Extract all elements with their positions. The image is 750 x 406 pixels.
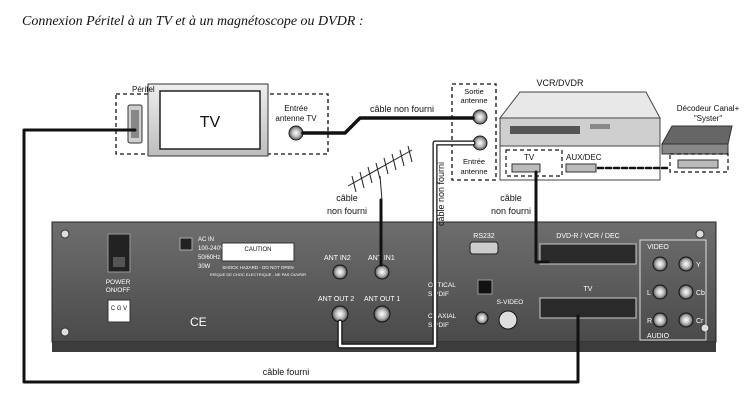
scart-bottom-label: TV	[584, 286, 593, 293]
receiver-back-panel: POWER ON/OFF C G V CE AC IN 100-240V~ 50…	[51, 221, 717, 352]
vcr-scart-frame	[505, 149, 563, 177]
decoder-scart	[677, 159, 719, 169]
y-jack	[678, 256, 694, 272]
vcr-dvdr: VCR/DVDR Sortie antenne Entrée antenne T…	[451, 78, 661, 181]
tv-peritel-pins	[131, 110, 139, 138]
audio-l-jack	[652, 284, 668, 300]
optical-label-2: S/PDIF	[428, 291, 449, 298]
coaxial-jack	[475, 311, 489, 325]
l-label: L	[647, 290, 651, 297]
vcr-tv-scart-label: TV	[524, 153, 535, 162]
vcr-sortie-1: Sortie	[464, 87, 484, 96]
rs232-port	[469, 241, 499, 255]
r-label: R	[647, 318, 652, 325]
coaxial-label-1: COAXIAL	[428, 313, 457, 320]
svideo-label: S-VIDEO	[497, 299, 524, 306]
top-cable-label: câble non fourni	[370, 104, 434, 114]
tv-label: TV	[200, 114, 221, 131]
optical-port	[477, 279, 493, 295]
cable-vcr-to-tv	[301, 116, 475, 135]
av-panel-frame	[639, 239, 707, 341]
ac-label-3: 50/60Hz	[198, 255, 220, 261]
vcr-entree-1: Entrée	[463, 157, 485, 166]
vcr-tape-slot	[510, 126, 580, 134]
ac-label-4: 30W	[198, 264, 211, 270]
decoder-label-1: Décodeur Canal+	[677, 104, 740, 113]
cb-label: Cb	[696, 290, 705, 297]
caution-label: CAUTION	[245, 247, 272, 253]
ant-out2-label: ANT OUT 2	[318, 296, 354, 303]
cable-vcr-in-inner	[338, 141, 475, 348]
decoder-label-2: "Syster"	[694, 114, 723, 123]
video-label: VIDEO	[647, 244, 669, 251]
vcr-back	[499, 145, 661, 181]
rs232-label: RS232	[473, 233, 495, 240]
vertical-cable-label: câble non fourni	[436, 162, 446, 226]
ac-label-2: 100-240V~	[198, 246, 228, 252]
vcr-entree-2: antenne	[460, 167, 487, 176]
antenna	[347, 145, 413, 201]
cable-vcr-scart	[534, 170, 550, 264]
tv-antenna-jack	[288, 125, 304, 141]
receiver-body	[51, 221, 717, 343]
power-sub-label: ON/OFF	[106, 287, 131, 294]
svideo-port	[498, 310, 518, 330]
ant-out1-jack	[373, 305, 391, 323]
bottom-cable-label: câble fourni	[263, 367, 310, 377]
decoder-front	[661, 143, 729, 155]
cables	[22, 116, 672, 384]
vcr-cable-label-2: non fourni	[491, 206, 531, 216]
optical-label-1: OPTICAL	[428, 282, 456, 289]
decoder-box: Décodeur Canal+ "Syster"	[661, 104, 740, 173]
audio-r-jack	[652, 312, 668, 328]
antenna-cable-label-2: non fourni	[327, 206, 367, 216]
ce-mark: CE	[190, 315, 207, 329]
scart-bottom-port	[539, 297, 637, 319]
vcr-sortie-2: antenne	[460, 96, 487, 105]
power-label: POWER	[106, 279, 131, 286]
ant-out1-label: ANT OUT 1	[364, 296, 400, 303]
ant-in1-jack	[374, 264, 390, 280]
tv-set: TV Péritel Entrée antenne TV	[115, 83, 329, 157]
antenna-cable-label-1: câble	[336, 193, 358, 203]
diagram-title: Connexion Péritel à un TV et à un magnét…	[22, 14, 364, 29]
ant-in2-label: ANT IN2	[324, 255, 351, 262]
cr-label: Cr	[696, 318, 704, 325]
vcr-title: VCR/DVDR	[536, 78, 584, 88]
vcr-antenna-frame	[451, 83, 497, 181]
vcr-output-jack	[472, 109, 488, 125]
ac-label-1: AC IN	[198, 237, 214, 243]
vcr-aux-scart	[565, 163, 597, 173]
video-jack	[652, 256, 668, 272]
shock-label-1: SHOCK HAZARD - DO NOT OPEN	[222, 265, 293, 270]
tv-screen	[159, 90, 261, 150]
power-switch-rocker	[113, 257, 125, 267]
vcr-cable-label-1: câble	[500, 193, 522, 203]
cgv-logo	[107, 299, 131, 323]
coaxial-label-2: S/PDIF	[428, 322, 449, 329]
scart-top-port	[539, 243, 637, 265]
ac-socket	[179, 237, 193, 251]
cgv-logo-text: C G V	[111, 306, 127, 312]
vcr-tv-scart	[511, 163, 541, 173]
audio-label: AUDIO	[647, 333, 670, 340]
ant-in2-jack	[332, 264, 348, 280]
cb-jack	[678, 284, 694, 300]
cable-tv-scart	[22, 128, 580, 384]
vcr-top	[498, 91, 661, 119]
cr-jack	[678, 312, 694, 328]
decoder-top	[661, 125, 733, 145]
caution-sticker	[221, 242, 295, 262]
vcr-aux-scart-label: AUX/DEC	[566, 153, 602, 162]
y-label: Y	[696, 262, 701, 269]
tv-antenna-label-2: antenne TV	[275, 114, 317, 123]
vcr-display	[590, 124, 610, 129]
scart-top-label: DVD-R / VCR / DEC	[556, 233, 619, 240]
tv-peritel-label: Péritel	[132, 85, 155, 94]
decoder-frame	[669, 153, 729, 173]
tv-antenna-label-1: Entrée	[284, 104, 308, 113]
shock-label-2: RISQUE DE CHOC ELECTRIQUE - NE PAS OUVRI…	[210, 272, 306, 277]
